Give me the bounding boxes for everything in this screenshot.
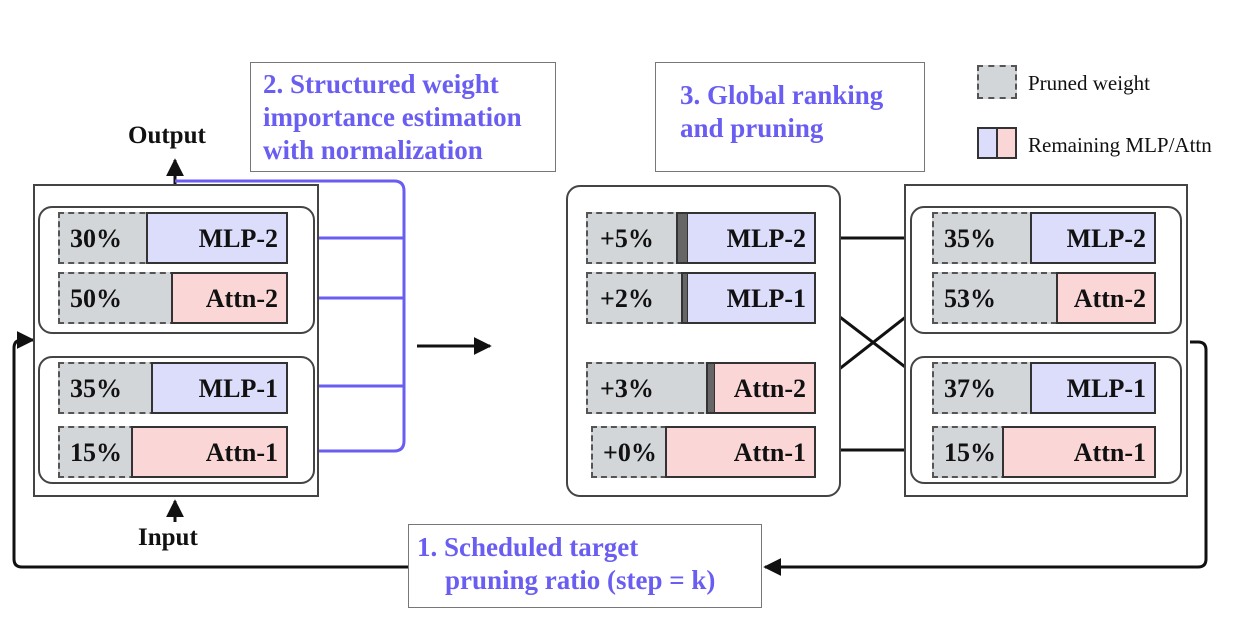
step2-line: importance estimation — [263, 102, 522, 132]
right-layer-name: MLP-2 — [1066, 224, 1146, 253]
left-layer-pct: 35% — [70, 374, 122, 403]
left-layer-name: MLP-1 — [198, 374, 278, 403]
rank-delta: +3% — [600, 374, 654, 403]
right-layer-mlp2: 35% MLP-2 — [932, 212, 1156, 264]
left-layer-mlp2: 30% MLP-2 — [58, 212, 288, 264]
left-layer-mlp1: 35% MLP-1 — [58, 362, 288, 414]
step2-line: with normalization — [263, 135, 483, 165]
right-layer-mlp1: 37% MLP-1 — [932, 362, 1156, 414]
right-layer-name: Attn-2 — [1073, 284, 1146, 313]
left-layer-pct: 15% — [70, 438, 122, 467]
rank-delta: +5% — [600, 224, 654, 253]
rank-layer-mlp2: +5% MLP-2 — [586, 212, 816, 264]
right-layer-pct: 15% — [944, 438, 996, 467]
rank-name: MLP-1 — [726, 284, 806, 313]
rank-remaining: Attn-2 — [706, 362, 816, 414]
left-layer-attn2: 50% Attn-2 — [58, 272, 288, 324]
rank-layer-mlp1: +2% MLP-1 — [586, 272, 816, 324]
left-layer-name: MLP-2 — [198, 224, 278, 253]
left-layer-attn1: 15% Attn-1 — [58, 426, 288, 478]
step1-callout: 1. Scheduled target pruning ratio (step … — [408, 524, 762, 608]
right-layer-remaining: MLP-1 — [1030, 362, 1156, 414]
legend-remaining-swatch — [977, 127, 1017, 159]
rank-layer-attn2: +3% Attn-2 — [586, 362, 816, 414]
left-layer-pct: 50% — [70, 284, 122, 313]
step2-line: 2. Structured weight — [263, 69, 499, 99]
rank-layer-attn1: +0% Attn-1 — [591, 426, 816, 478]
right-layer-attn1: 15% Attn-1 — [932, 426, 1156, 478]
legend-remaining-label: Remaining MLP/Attn — [1028, 133, 1212, 157]
left-layer-remaining: Attn-2 — [171, 272, 288, 324]
left-layer-pct: 30% — [70, 224, 122, 253]
rank-delta: +2% — [600, 284, 654, 313]
left-layer-name: Attn-1 — [205, 438, 278, 467]
output-label: Output — [128, 122, 206, 149]
right-layer-remaining: MLP-2 — [1030, 212, 1156, 264]
left-layer-name: Attn-2 — [205, 284, 278, 313]
rank-delta: +0% — [603, 438, 657, 467]
right-layer-name: Attn-1 — [1073, 438, 1146, 467]
schedule-loop-right — [763, 340, 1208, 576]
input-label: Input — [138, 524, 198, 551]
step3-line: 3. Global ranking — [680, 80, 884, 110]
step2-callout: 2. Structured weight importance estimati… — [250, 62, 556, 172]
left-layer-remaining: MLP-1 — [151, 362, 288, 414]
step1-line: 1. Scheduled target — [417, 532, 639, 562]
left-layer-remaining: MLP-2 — [146, 212, 288, 264]
right-layer-pct: 35% — [944, 224, 996, 253]
rank-increment — [708, 364, 715, 412]
right-layer-pct: 53% — [944, 284, 996, 313]
left-layer-remaining: Attn-1 — [131, 426, 288, 478]
step3-line: and pruning — [680, 113, 824, 143]
rank-name: MLP-2 — [726, 224, 806, 253]
rank-name: Attn-1 — [733, 438, 806, 467]
right-layer-remaining: Attn-2 — [1056, 272, 1156, 324]
importance-feedback-line — [175, 179, 406, 453]
step1-line: pruning ratio (step = k) — [445, 565, 716, 595]
right-layer-remaining: Attn-1 — [1002, 426, 1156, 478]
legend-pruned-swatch — [977, 65, 1017, 99]
rank-remaining: Attn-1 — [665, 426, 816, 478]
rank-increment — [683, 274, 688, 322]
legend-pruned-label: Pruned weight — [1028, 71, 1150, 95]
rank-name: Attn-2 — [733, 374, 806, 403]
rank-remaining: MLP-2 — [676, 212, 816, 264]
right-layer-name: MLP-1 — [1066, 374, 1146, 403]
rank-remaining: MLP-1 — [681, 272, 816, 324]
right-layer-attn2: 53% Attn-2 — [932, 272, 1156, 324]
rank-increment — [678, 214, 688, 262]
schedule-loop-left — [12, 331, 408, 569]
right-layer-pct: 37% — [944, 374, 996, 403]
step3-callout: 3. Global ranking and pruning — [655, 62, 925, 172]
